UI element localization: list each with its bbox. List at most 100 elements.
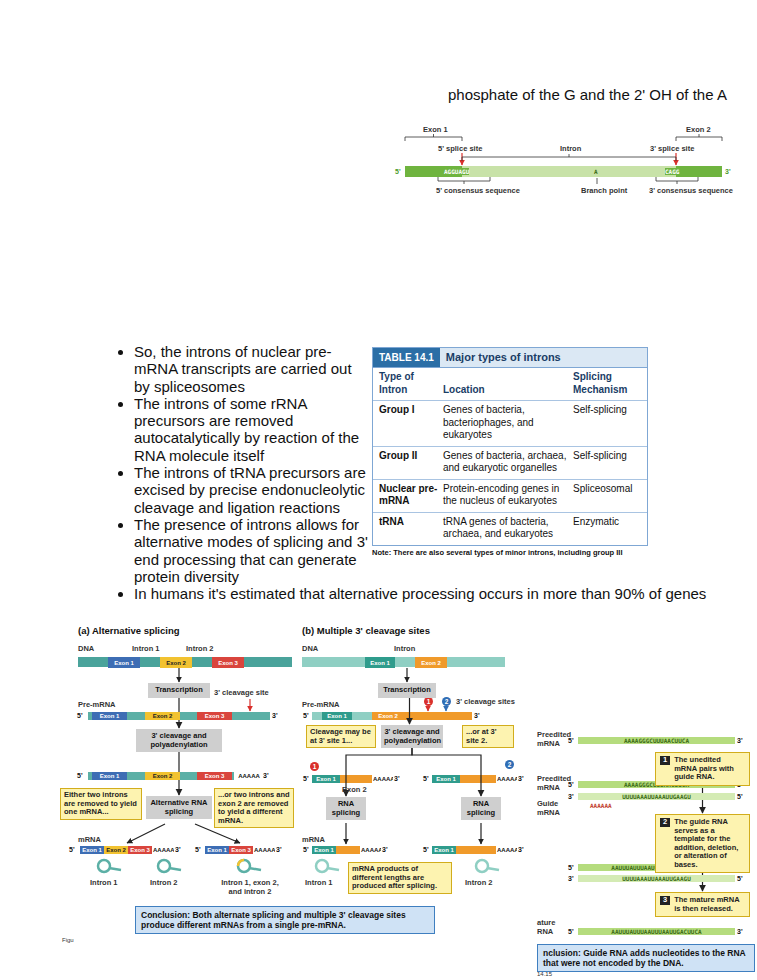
rna-strand [312, 846, 336, 854]
table-row: Type of IntronLocationSplicing Mechanism [373, 368, 647, 401]
exon-label: AAAAA [153, 846, 173, 854]
exon-label: Exon 2 [372, 712, 404, 720]
box-text: Conclusion: Both alternate splicing and … [141, 910, 429, 930]
part-label: mRNA [78, 836, 101, 845]
box-text: RNA splicing [464, 800, 498, 817]
part-label: Intron [560, 145, 581, 154]
exon-label: Exon 1 [205, 846, 229, 854]
exon-label: Exon 3 [229, 846, 253, 854]
exon-label: Exon 1 [432, 846, 456, 854]
strand-end: 3' [275, 846, 283, 854]
table-cell: Splicing Mechanism [573, 371, 647, 396]
callout-number: 2 [505, 760, 514, 769]
exon-label: Exon 1 [80, 846, 104, 854]
strand-end: 5' [567, 737, 575, 745]
bracket [405, 134, 462, 141]
exon-label: Exon 3 [197, 772, 232, 780]
callout-box: Cleavage may be at 3' site 1... [306, 725, 376, 748]
process-box: RNA splicing [461, 797, 501, 820]
exon-label: Exon 1 [322, 712, 352, 720]
rna-strand [229, 846, 253, 854]
part-label: Pre-mRNA [78, 701, 116, 710]
part-label: Exon 2 [686, 126, 711, 135]
part-label: Intron 1 [132, 645, 160, 654]
rna-strand [336, 846, 360, 854]
part-label: 5' consensus sequence [436, 187, 492, 196]
strand-end: 5' [422, 775, 430, 783]
lariat-intron [158, 860, 181, 872]
part-label: Exon 2 [342, 786, 367, 795]
step-box: 1The unedited mRNA pairs with guide RNA. [655, 752, 750, 786]
part-label: Intron 1, exon 2, and intron 2 [214, 879, 286, 896]
process-arrow [445, 707, 446, 711]
base-sequence: CAGG [665, 168, 679, 175]
table-cell: Spliceosomal [573, 483, 647, 508]
strand-end: 3' [262, 772, 270, 780]
callout-box: Either two introns are removed to yield … [60, 788, 142, 820]
table-cell: Genes of bacteria, bacteriophages, and e… [443, 404, 573, 442]
exon-label: Exon 2 [145, 712, 180, 720]
table-cell: tRNA genes of bacteria, archaea, and euk… [443, 516, 573, 541]
process-box: Alternative RNA splicing [146, 796, 212, 819]
rna-strand [578, 875, 735, 882]
exon-label: Exon 3 [212, 658, 244, 668]
rna-strand [312, 775, 340, 783]
exon-label: Exon 1 [432, 775, 460, 783]
process-arrow [480, 823, 481, 844]
flow-arrow [409, 698, 410, 725]
strand-end: 3' [567, 793, 575, 801]
process-arrow [249, 699, 250, 711]
strand-end: 5' [302, 846, 310, 854]
exon-label: Exon 1 [365, 658, 395, 668]
part-label: RNA [537, 928, 553, 937]
table-title: TABLE 14.1 [373, 348, 440, 367]
rna-strand [432, 846, 456, 854]
branch-tick [597, 178, 598, 184]
part-label: Guide mRNA [537, 800, 569, 817]
strand-end: 5' [76, 772, 84, 780]
exon-label: AAAAA [237, 772, 261, 780]
strand-end: 3' [393, 775, 401, 783]
exon-label: Exon 1 [108, 658, 140, 668]
process-arrow [345, 823, 346, 844]
exon-label: Exon 1 [92, 712, 127, 720]
rna-strand [462, 166, 676, 177]
rna-strand [197, 772, 232, 780]
table-row: Nuclear pre-mRNAProtein-encoding genes i… [373, 480, 647, 513]
process-arrow [178, 668, 179, 682]
table-cell: Location [443, 384, 573, 397]
figure-number: Figu [62, 937, 74, 944]
callout-number: 2 [442, 697, 451, 706]
strand-end: 3' [724, 168, 732, 176]
box-text: Transcription [381, 686, 433, 695]
part-label: Preedited mRNA [537, 775, 569, 792]
process-arrow [406, 668, 407, 682]
strand-end: 5' [302, 775, 310, 783]
strand-end: 3' [517, 775, 525, 783]
rna-strand [365, 657, 395, 667]
part-label: Intron [394, 645, 415, 654]
rna-strand [78, 657, 292, 667]
part-label: Pre-mRNA [302, 701, 340, 710]
strand-end: 3' [473, 712, 481, 720]
box-text: Transcription [151, 686, 207, 695]
part-label: Exon 1 [423, 126, 448, 135]
strand-end: 5' [302, 712, 310, 720]
process-box: Transcription [148, 683, 210, 698]
exon-label: AAAAA [497, 846, 517, 854]
rna-strand [460, 775, 496, 783]
table-row: Group IIGenes of bacteria, archaea, and … [373, 447, 647, 480]
part-label: Intron 2 [465, 879, 493, 888]
step-number: 2 [660, 818, 670, 827]
bullet-text: In humans it's estimated that alternativ… [134, 585, 755, 602]
strand-end: 5' [68, 846, 76, 854]
rna-strand [212, 657, 244, 667]
callout-box: ...or at 3' site 2. [462, 725, 514, 748]
bracket [462, 154, 676, 161]
base-sequence: UUUUAAAUUAAAUUGAAGU [580, 875, 733, 882]
table-cell: Type of Intron [379, 371, 443, 396]
lariat-intron [238, 860, 261, 872]
box-text: ...or at 3' site 2. [466, 728, 510, 745]
part-label: Intron 1 [305, 879, 333, 888]
